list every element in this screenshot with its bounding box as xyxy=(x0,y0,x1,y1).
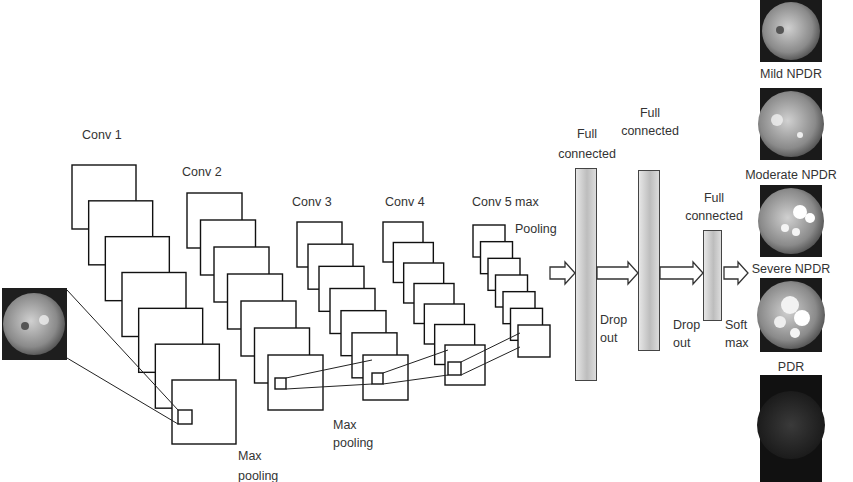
layer-label: Full connected xyxy=(551,124,623,164)
block-arrow xyxy=(660,262,703,284)
layer-label: Full connected xyxy=(678,189,750,225)
annotation-label: Mild NPDR xyxy=(740,65,842,83)
kernel-window xyxy=(372,373,383,384)
annotation-label: Drop out xyxy=(673,316,709,352)
feature-map xyxy=(268,355,323,410)
kernel-window xyxy=(275,378,286,389)
annotation-label: Max pooling xyxy=(238,446,284,482)
feature-map xyxy=(363,355,408,400)
kernel-window xyxy=(178,410,192,424)
fully-connected-layer: Full connected xyxy=(638,170,660,351)
annotation-label: Soft max xyxy=(725,316,759,352)
feature-map xyxy=(445,345,485,385)
conv-layer: Conv 4 xyxy=(383,192,486,387)
output-arrow xyxy=(724,262,748,284)
input-image xyxy=(2,288,67,360)
layer-label: Conv 3 xyxy=(292,192,372,212)
annotation-label: Pooling xyxy=(515,220,575,238)
annotation-label: Severe NPDR xyxy=(731,260,851,278)
fully-connected-layer: Full connected xyxy=(703,230,722,321)
receptive-lines xyxy=(67,290,520,424)
fully-connected-layer: Full connected xyxy=(575,168,597,381)
conv-layer: Conv 3 xyxy=(292,192,409,402)
annotation-label: Max pooling xyxy=(333,416,379,452)
feature-map xyxy=(518,325,550,357)
layer-label: Conv 2 xyxy=(182,162,262,182)
annotation-label: Drop out xyxy=(600,311,636,347)
layer-label: Conv 1 xyxy=(82,125,162,145)
annotation-label: Moderate NPDR xyxy=(731,166,851,184)
annotation-label: PDR xyxy=(740,358,842,376)
block-arrow xyxy=(597,262,638,284)
layer-label: Full connected xyxy=(614,104,686,140)
block-arrow xyxy=(550,262,575,284)
layer-label: Conv 4 xyxy=(385,192,465,212)
kernel-window xyxy=(448,362,461,375)
feature-map xyxy=(172,380,236,444)
conv-layer: Conv 5 max xyxy=(470,192,550,359)
layer-label: Conv 5 max xyxy=(472,192,552,212)
